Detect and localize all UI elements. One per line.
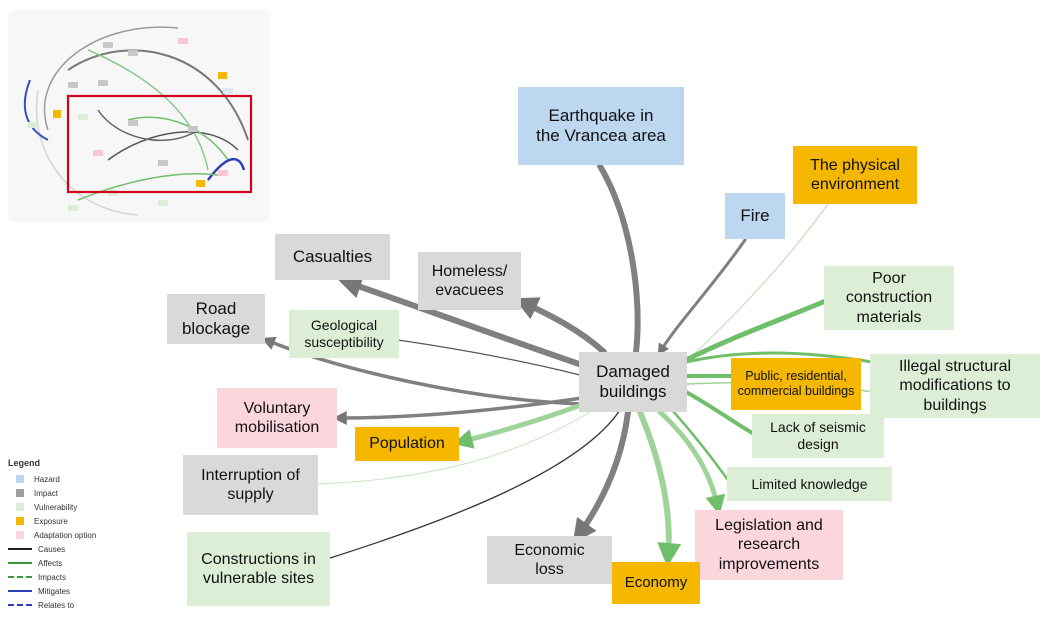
legend-line	[8, 548, 32, 550]
edge-damaged-legislation	[657, 409, 726, 516]
legend-swatch	[16, 517, 24, 525]
legend-label: Adaptation option	[34, 530, 97, 540]
legend-swatch	[16, 503, 24, 511]
legend-item: Hazard	[8, 472, 158, 486]
edge-damaged-population	[452, 401, 587, 449]
legend-label: Causes	[38, 544, 66, 554]
legend-line	[8, 604, 32, 606]
node-poor-construction-materials[interactable]: Poor construction materials	[824, 266, 954, 330]
node-public-buildings[interactable]: Public, residential, commercial building…	[731, 358, 861, 410]
legend-label: Vulnerability	[34, 502, 78, 512]
legend-label: Exposure	[34, 516, 68, 526]
node-economic-loss[interactable]: Economic loss	[487, 536, 612, 584]
overview-minimap[interactable]	[8, 10, 270, 222]
legend-item: Mitigates	[8, 584, 158, 598]
edge-damaged-voluntary	[332, 396, 584, 425]
edge-limited-damaged	[670, 408, 730, 482]
legend-swatch	[16, 531, 24, 539]
node-road-blockage[interactable]: Road blockage	[167, 294, 265, 344]
legend-item: Causes	[8, 542, 158, 556]
legend-label: Mitigates	[38, 586, 71, 596]
node-interruption-of-supply[interactable]: Interruption of supply	[183, 455, 318, 515]
node-casualties[interactable]: Casualties	[275, 234, 390, 280]
legend-swatch	[16, 489, 24, 497]
node-geological-susceptibility[interactable]: Geological susceptibility	[289, 310, 399, 358]
legend-item: Affects	[8, 556, 158, 570]
node-lack-seismic-design[interactable]: Lack of seismic design	[752, 414, 884, 458]
legend-line	[8, 562, 32, 564]
legend-item: Relates to	[8, 598, 158, 612]
edge-physical-damaged	[689, 203, 829, 359]
node-limited-knowledge[interactable]: Limited knowledge	[727, 467, 892, 501]
edge-damaged-economicloss	[572, 409, 631, 544]
edge-poormaterials-damaged	[683, 297, 831, 363]
node-illegal-modifications[interactable]: Illegal structural modifications to buil…	[870, 354, 1040, 418]
edge-damaged-casualties	[337, 275, 585, 368]
node-earthquake[interactable]: Earthquake in the Vrancea area	[518, 87, 684, 165]
legend-line	[8, 590, 32, 592]
legend-swatch	[16, 475, 24, 483]
node-damaged-buildings[interactable]: Damaged buildings	[579, 352, 687, 412]
node-population[interactable]: Population	[355, 427, 459, 461]
legend-label: Hazard	[34, 474, 60, 484]
edge-geological-damaged	[397, 339, 581, 376]
edge-damaged-homeless	[513, 297, 607, 355]
edge-fire-damaged	[657, 238, 747, 356]
legend-label: Relates to	[38, 600, 75, 610]
node-physical-environment[interactable]: The physical environment	[793, 146, 917, 204]
legend-line	[8, 576, 32, 578]
edge-damaged-interruption	[317, 411, 591, 485]
legend-item: Impacts	[8, 570, 158, 584]
viewport-highlight	[66, 94, 253, 194]
legend-label: Impact	[34, 488, 59, 498]
legend-label: Affects	[38, 558, 63, 568]
node-constructions-vulnerable-sites[interactable]: Constructions in vulnerable sites	[187, 532, 330, 606]
edge-damaged-economy	[637, 409, 682, 567]
legend-label: Impacts	[38, 572, 67, 582]
node-legislation[interactable]: Legislation and research improvements	[695, 510, 843, 580]
legend-item: Exposure	[8, 514, 158, 528]
legend-title: Legend	[8, 458, 41, 468]
node-fire[interactable]: Fire	[725, 193, 785, 239]
legend-item: Impact	[8, 486, 158, 500]
node-economy[interactable]: Economy	[612, 562, 700, 604]
edge-lackseismic-damaged	[684, 390, 756, 436]
legend-item: Vulnerability	[8, 500, 158, 514]
edge-earthquake-damaged	[597, 163, 641, 355]
node-homeless-evacuees[interactable]: Homeless/ evacuees	[418, 252, 521, 310]
node-voluntary-mobilisation[interactable]: Voluntary mobilisation	[217, 388, 337, 448]
edge-constructions-damaged	[329, 409, 621, 559]
legend-item: Adaptation option	[8, 528, 158, 542]
